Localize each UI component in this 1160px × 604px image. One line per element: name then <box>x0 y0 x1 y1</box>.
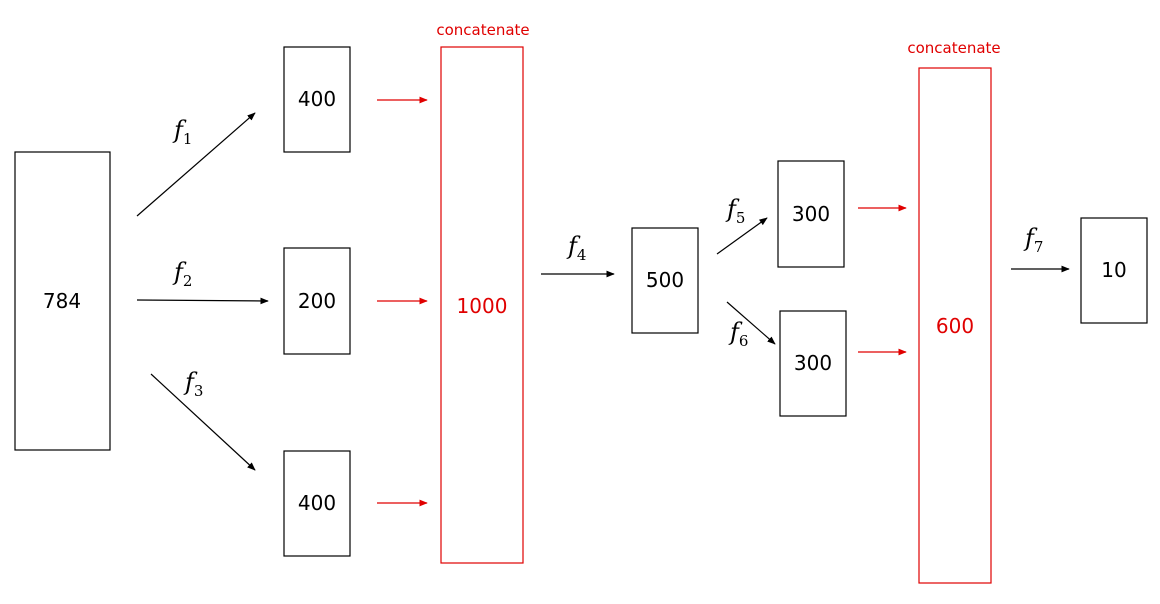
arrow-f1 <box>136 112 256 217</box>
label-f2: f2 <box>172 258 192 290</box>
label-f5-sub: 5 <box>736 209 746 227</box>
label-f4: f4 <box>566 232 586 264</box>
arrow-f5 <box>716 217 768 255</box>
branch-mid-label: 200 <box>298 289 336 313</box>
label-f2-sub: 2 <box>183 272 193 290</box>
label-f4-sub: 4 <box>577 246 587 264</box>
branch2-bottom-node: 300 <box>779 310 847 417</box>
input-node-label: 784 <box>43 289 81 313</box>
label-f6: f6 <box>728 318 748 350</box>
concat1-label: 1000 <box>457 294 508 318</box>
concat-label-first: concatenate <box>436 21 529 39</box>
branch2-top-node: 300 <box>777 160 845 268</box>
branch2-top-label: 300 <box>792 202 830 226</box>
label-f3-sub: 3 <box>194 382 204 400</box>
hidden-node-label: 500 <box>646 268 684 292</box>
label-f7-sub: 7 <box>1034 238 1044 256</box>
arrow-f2 <box>136 297 269 305</box>
branch-mid-node: 200 <box>283 247 351 355</box>
concat2-label: 600 <box>936 314 974 338</box>
arrow-f6 <box>726 301 776 345</box>
output-node: 10 <box>1080 217 1148 324</box>
output-node-label: 10 <box>1101 258 1126 282</box>
hidden-node: 500 <box>631 227 699 334</box>
label-f3: f3 <box>183 368 203 400</box>
branch-top-node: 400 <box>283 46 351 153</box>
concat1-node: 1000 <box>440 46 524 564</box>
label-f1: f1 <box>172 116 192 148</box>
branch-bottom-label: 400 <box>298 491 336 515</box>
label-f6-sub: 6 <box>739 332 749 350</box>
branch-bottom-node: 400 <box>283 450 351 557</box>
branch-top-label: 400 <box>298 87 336 111</box>
input-node: 784 <box>14 151 111 451</box>
label-f1-sub: 1 <box>183 130 193 148</box>
branch2-bottom-label: 300 <box>794 351 832 375</box>
label-f7: f7 <box>1023 224 1043 256</box>
concat-label-second: concatenate <box>907 39 1000 57</box>
arrow-f3 <box>150 373 256 471</box>
label-f5: f5 <box>725 195 745 227</box>
concat2-node: 600 <box>918 67 992 584</box>
